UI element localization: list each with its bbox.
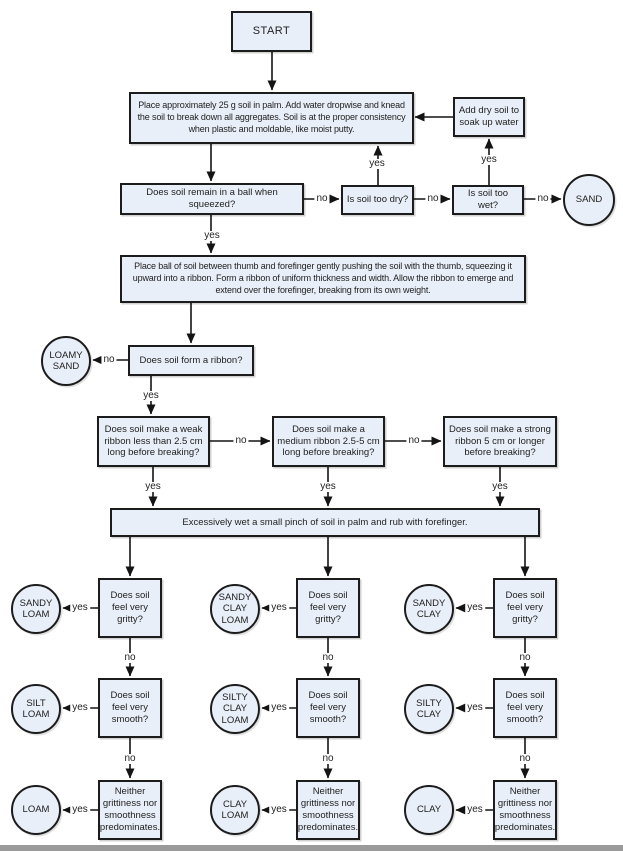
decision-neither-col1: Neither grittiness nor smoothness predom… — [98, 780, 162, 840]
node-add-dry-soil: Add dry soil to soak up water — [453, 97, 525, 137]
node-ribbon-instructions: Place ball of soil between thumb and for… — [120, 255, 526, 303]
edge-label-no: no — [425, 193, 441, 204]
decision-form-ribbon: Does soil form a ribbon? — [128, 345, 254, 376]
decision-smooth-col2: Does soil feel very smooth? — [296, 678, 360, 738]
edge-label-yes: yes — [143, 481, 163, 492]
edge-label-no: no — [517, 753, 533, 764]
edge-label-yes: yes — [70, 702, 90, 713]
edge-label-no: no — [535, 193, 551, 204]
edge-label-no: no — [314, 193, 330, 204]
terminal-silty-clay: SILTY CLAY — [404, 684, 454, 734]
edge-label-no: no — [406, 435, 422, 446]
decision-neither-col3: Neither grittiness nor smoothness predom… — [493, 780, 557, 840]
edge-label-yes: yes — [367, 158, 387, 169]
page-bottom-edge — [0, 845, 623, 851]
terminal-clay-loam: CLAY LOAM — [210, 785, 260, 835]
terminal-sand: SAND — [563, 174, 615, 226]
terminal-loam: LOAM — [11, 785, 61, 835]
terminal-loamy-sand: LOAMY SAND — [41, 336, 91, 386]
edge-label-yes: yes — [490, 481, 510, 492]
edge-label-yes: yes — [318, 481, 338, 492]
edge-label-no: no — [233, 435, 249, 446]
node-prep-instructions: Place approximately 25 g soil in palm. A… — [129, 92, 414, 144]
terminal-clay: CLAY — [404, 785, 454, 835]
edge-label-yes: yes — [269, 702, 289, 713]
terminal-silt-loam: SILT LOAM — [11, 684, 61, 734]
edge-label-yes: yes — [141, 390, 161, 401]
edge-label-no: no — [122, 652, 138, 663]
edge-label-no: no — [320, 652, 336, 663]
decision-gritty-col2: Does soil feel very gritty? — [296, 578, 360, 638]
decision-too-dry: Is soil too dry? — [341, 185, 414, 215]
node-wet-pinch-instructions: Excessively wet a small pinch of soil in… — [110, 508, 540, 537]
terminal-sandy-loam: SANDY LOAM — [11, 584, 61, 634]
decision-medium-ribbon: Does soil make a medium ribbon 2.5-5 cm … — [272, 416, 385, 467]
edge-label-yes: yes — [465, 804, 485, 815]
edge-label-no: no — [122, 753, 138, 764]
edge-label-yes: yes — [269, 804, 289, 815]
edge-label-yes: yes — [479, 154, 499, 165]
decision-strong-ribbon: Does soil make a strong ribbon 5 cm or l… — [443, 416, 557, 467]
decision-neither-col2: Neither grittiness nor smoothness predom… — [296, 780, 360, 840]
decision-gritty-col1: Does soil feel very gritty? — [98, 578, 162, 638]
edge-label-no: no — [517, 652, 533, 663]
edge-label-yes: yes — [269, 602, 289, 613]
decision-ball-when-squeezed: Does soil remain in a ball when squeezed… — [120, 183, 304, 215]
terminal-silty-clay-loam: SILTY CLAY LOAM — [210, 684, 260, 734]
decision-weak-ribbon: Does soil make a weak ribbon less than 2… — [97, 416, 210, 467]
decision-too-wet: Is soil too wet? — [452, 185, 524, 215]
edge-label-yes: yes — [465, 702, 485, 713]
edge-label-yes: yes — [70, 602, 90, 613]
edge-label-no: no — [101, 354, 117, 365]
decision-smooth-col3: Does soil feel very smooth? — [493, 678, 557, 738]
decision-smooth-col1: Does soil feel very smooth? — [98, 678, 162, 738]
terminal-sandy-clay: SANDY CLAY — [404, 584, 454, 634]
edge-label-yes: yes — [465, 602, 485, 613]
edge-label-no: no — [320, 753, 336, 764]
edge-label-yes: yes — [70, 804, 90, 815]
decision-gritty-col3: Does soil feel very gritty? — [493, 578, 557, 638]
node-start: START — [231, 11, 312, 52]
edge-label-yes: yes — [202, 230, 222, 241]
terminal-sandy-clay-loam: SANDY CLAY LOAM — [210, 584, 260, 634]
